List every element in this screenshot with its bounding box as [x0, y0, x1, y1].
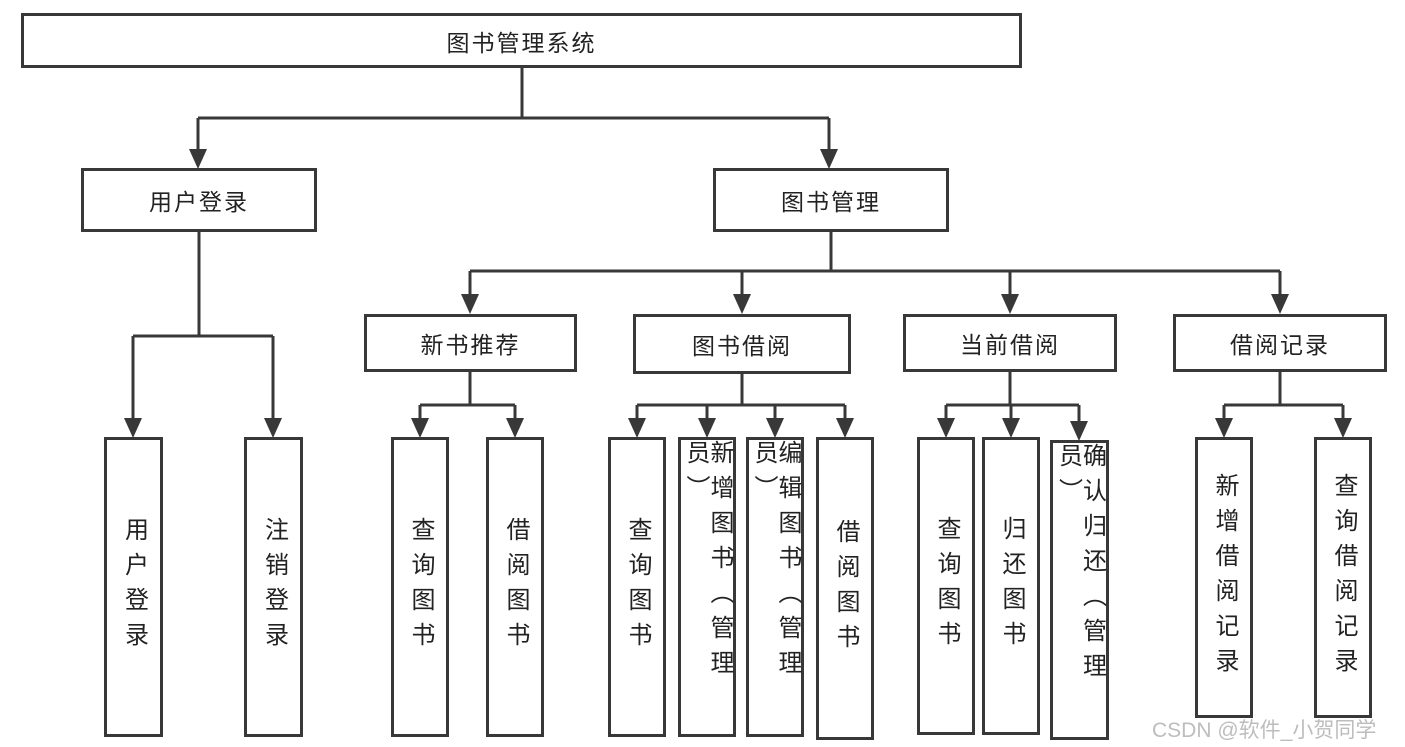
leaf-add-borrow-record: 新增借阅记录 [1195, 437, 1253, 718]
leaf-add-book-admin: 新增图书（管理员） [678, 437, 736, 737]
leaf-query-borrow-record: 查询借阅记录 [1314, 437, 1372, 718]
leaf-query-books-borrowing: 查询图书 [608, 437, 666, 737]
leaf-user-login: 用户登录 [104, 437, 163, 737]
leaf-borrow-books-recommend: 借阅图书 [486, 437, 544, 737]
leaf-return-books: 归还图书 [982, 437, 1040, 735]
leaf-query-books-current: 查询图书 [917, 437, 975, 735]
csdn-watermark: CSDN @软件_小贺同学 [1152, 719, 1377, 742]
leaf-logout: 注销登录 [244, 437, 303, 737]
node-new-book-recommend: 新书推荐 [364, 314, 577, 372]
node-book-borrowing: 图书借阅 [633, 314, 851, 374]
leaf-query-books-recommend: 查询图书 [391, 437, 449, 737]
node-library-system: 图书管理系统 [21, 13, 1022, 68]
node-current-borrowing: 当前借阅 [903, 314, 1117, 372]
leaf-edit-book-admin: 编辑图书（管理员） [746, 437, 804, 737]
node-book-management: 图书管理 [713, 168, 949, 232]
node-user-login: 用户登录 [81, 168, 317, 232]
leaf-borrow-books-borrowing: 借阅图书 [816, 437, 874, 740]
node-borrow-records: 借阅记录 [1173, 314, 1387, 372]
arrowheads [124, 149, 1352, 441]
leaf-confirm-return-admin: 确认归还（管理员） [1050, 440, 1109, 740]
